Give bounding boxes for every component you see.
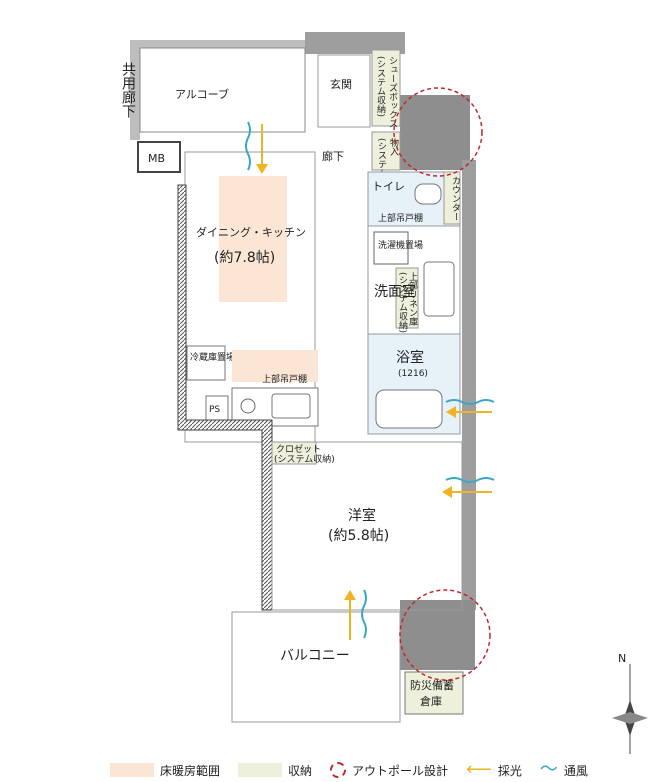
- legend-floor-heating-label: 床暖房範囲: [160, 763, 221, 778]
- outpole-circle-bottom: [399, 589, 491, 681]
- alcove-area: [139, 47, 306, 133]
- legend-ventilation: 〜 通風: [539, 759, 588, 780]
- storage-swatch: [238, 763, 283, 777]
- kitchen-upper-cabinet-label: 上部吊戸棚: [262, 373, 307, 385]
- shoe-box-label: シューズボックス: [387, 56, 398, 128]
- bathroom-size-label: (1216): [398, 369, 428, 379]
- bathtub: [375, 389, 443, 429]
- sink: [271, 393, 311, 419]
- legend-storage-label: 収納: [288, 763, 313, 778]
- shoe-box: [371, 49, 401, 127]
- western-room-area: [271, 441, 463, 611]
- balcony-label: バルコニー: [280, 648, 350, 664]
- right-wall: [462, 160, 476, 610]
- washroom-label: 洗面室: [374, 283, 416, 300]
- toilet-label: トイレ: [372, 180, 405, 193]
- legend-daylight: ⟵ 採光: [466, 759, 522, 780]
- washer-space: [373, 231, 409, 265]
- storage-cupboard: [371, 131, 401, 171]
- compass-icon: [612, 664, 648, 754]
- legend-daylight-label: 採光: [497, 763, 522, 778]
- disaster-storage-label-2: 倉庫: [420, 694, 442, 708]
- ventilation-wave-icon: 〜: [539, 759, 558, 780]
- closet-sub-label: (システム収納): [274, 453, 335, 465]
- legend-ventilation-label: 通風: [563, 763, 588, 778]
- linen-label: 上部リネン庫: [407, 272, 418, 327]
- entrance-area: [317, 54, 371, 128]
- daylight-arrow-dk: [256, 124, 268, 174]
- ventilation-wave-dk: [245, 121, 251, 171]
- western-room-size-label: (約5.8帖): [328, 528, 389, 544]
- counter-label: カウンター: [450, 176, 461, 221]
- legend-outpole-label: アウトポール設計: [352, 763, 449, 778]
- dining-kitchen-label: ダイニング・キッチン: [196, 225, 306, 239]
- mb-label: MB: [148, 152, 165, 165]
- counter: [443, 171, 461, 225]
- floor-heating-swatch: [110, 763, 154, 777]
- disaster-storage-label-1: 防災備蓄: [410, 678, 454, 692]
- washer-label: 洗濯機置場: [378, 239, 423, 251]
- storage-label: 物入: [388, 137, 399, 156]
- closet-label: クロゼット: [276, 443, 321, 455]
- daylight-arrow-room-right: [442, 486, 492, 498]
- right-column-bottom: [400, 600, 475, 670]
- outpole-circle-icon: [330, 762, 347, 778]
- ps-kitchen-label: PS: [209, 405, 220, 415]
- north-label: N: [618, 652, 626, 665]
- linen-sub-label: (システム収納): [397, 272, 408, 333]
- hallway-label: 廊下: [322, 149, 344, 163]
- legend-floor-heating: 床暖房範囲: [110, 762, 220, 779]
- daylight-arrow-icon: ⟵: [466, 759, 492, 780]
- floor-heating-dk: [219, 176, 287, 302]
- balcony-area: [231, 611, 401, 723]
- ventilation-wave-bath: [445, 399, 495, 405]
- daylight-arrow-room-bottom: [344, 590, 356, 640]
- linen-storage: [395, 267, 419, 329]
- left-upper-wall: [130, 40, 140, 140]
- toilet-upper-cabinet-label: 上部吊戸棚: [378, 212, 423, 224]
- stove-burner-icon: [240, 398, 256, 414]
- upper-wall-band: [130, 40, 305, 48]
- fridge-label: 冷蔵庫置場: [190, 351, 235, 363]
- shared-corridor-label: 共用廊下: [120, 62, 136, 118]
- entrance-wall: [305, 32, 405, 54]
- western-room-label: 洋室: [348, 507, 376, 524]
- wash-basin: [423, 261, 455, 317]
- fridge-space: [186, 345, 226, 381]
- legend-storage: 収納: [238, 762, 312, 779]
- dining-kitchen-size-label: (約7.8帖): [214, 250, 275, 266]
- mb-box: [137, 141, 181, 173]
- floor-heating-kitchen: [232, 350, 318, 382]
- shoe-box-sub-label: (システム収納): [375, 56, 386, 117]
- alcove-label: アルコーブ: [175, 87, 229, 101]
- disaster-storage: [404, 671, 464, 715]
- ventilation-wave-room: [445, 477, 495, 483]
- right-column-top: [400, 95, 470, 170]
- outpole-circle-top: [393, 87, 483, 177]
- entrance-label: 玄関: [330, 77, 352, 91]
- toilet-fixture: [414, 183, 442, 205]
- ventilation-wave-balcony: [361, 589, 367, 639]
- daylight-arrow-bath: [446, 406, 492, 418]
- bathroom-label: 浴室: [396, 349, 424, 366]
- legend-outpole: アウトポール設計: [330, 762, 448, 779]
- legend: 床暖房範囲 収納 アウトポール設計 ⟵ 採光 〜 通風: [110, 760, 650, 780]
- storage-sub-label: (システム収納): [376, 138, 387, 199]
